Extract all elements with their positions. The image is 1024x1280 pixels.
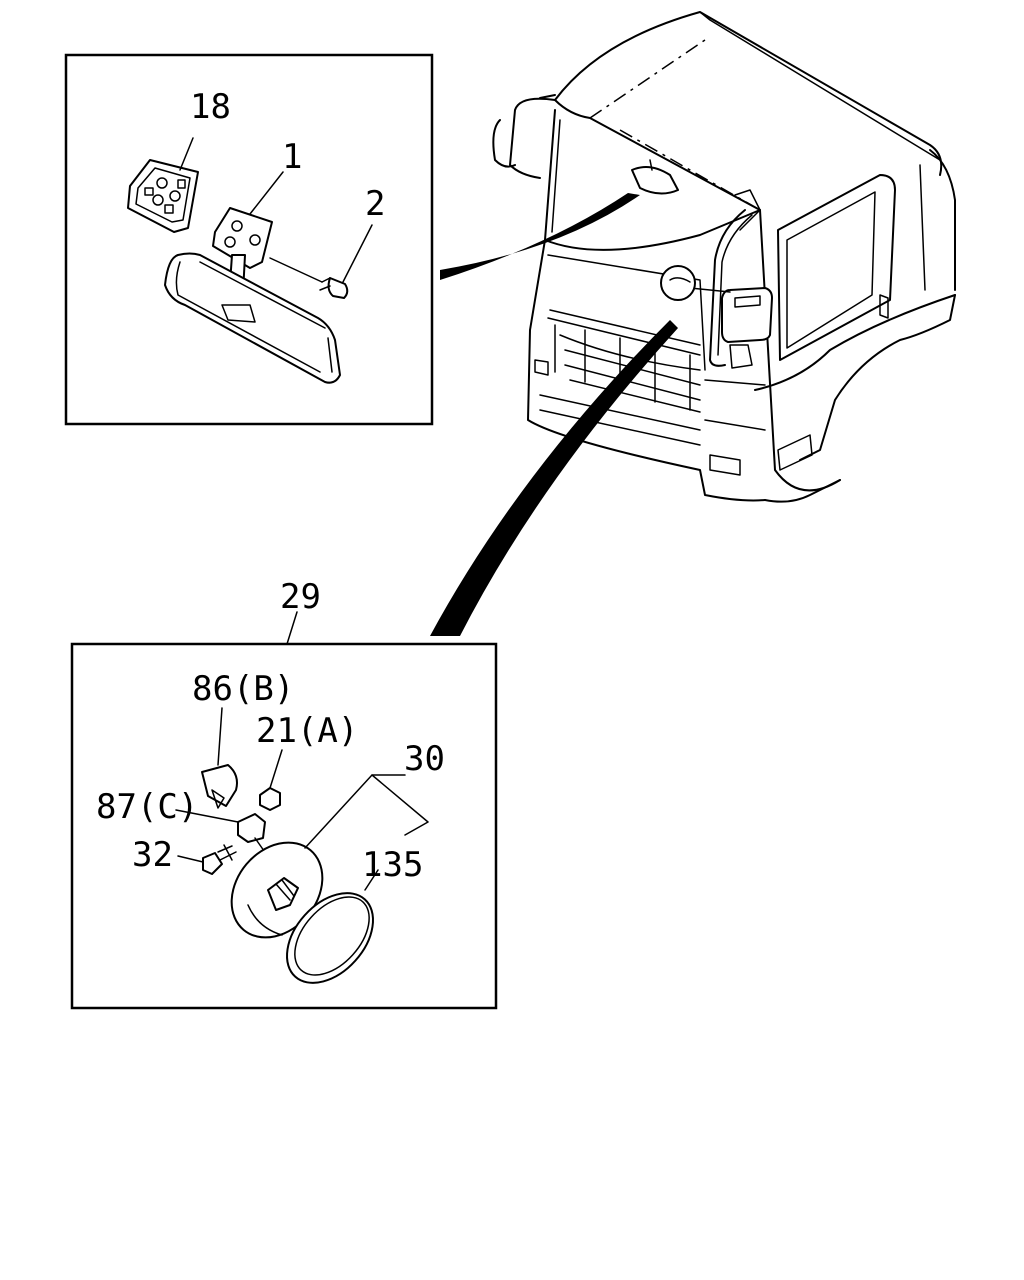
callout-2: 2: [365, 184, 385, 224]
callout-18: 18: [190, 87, 231, 127]
mirror-ring-part-135: 135: [285, 845, 423, 984]
truck-cab-illustration: [492, 11, 956, 503]
callout-86: 86(B): [192, 669, 294, 709]
pad-part-18: [127, 137, 199, 233]
clamp-part-87: 87(C): [96, 787, 284, 879]
nut-part-21: 21(A): [256, 711, 358, 811]
callout-30: 30: [404, 739, 445, 779]
callout-21: 21(A): [256, 711, 358, 751]
inner-mirror-inset: 18 1 2: [64, 53, 434, 426]
callout-29: 29: [280, 577, 321, 617]
callout-135: 135: [362, 845, 423, 885]
callout-32: 32: [132, 835, 173, 875]
callout-1: 1: [282, 137, 302, 177]
clamp-part-86: 86(B): [192, 669, 294, 809]
rear-view-mirror: [164, 252, 341, 384]
mirror-head-part-30: 30: [230, 739, 445, 939]
callout-87: 87(C): [96, 787, 198, 827]
leader-to-inner-mirror: [440, 193, 640, 280]
bracket-part-1: [212, 171, 284, 269]
screw-part-2: [269, 224, 373, 299]
leader-to-front-mirror: [430, 320, 678, 636]
front-mirror-inset: 29 86(B) 21(A) 87(C) 32: [70, 577, 498, 1010]
bolt-part-32: 32: [132, 835, 237, 875]
